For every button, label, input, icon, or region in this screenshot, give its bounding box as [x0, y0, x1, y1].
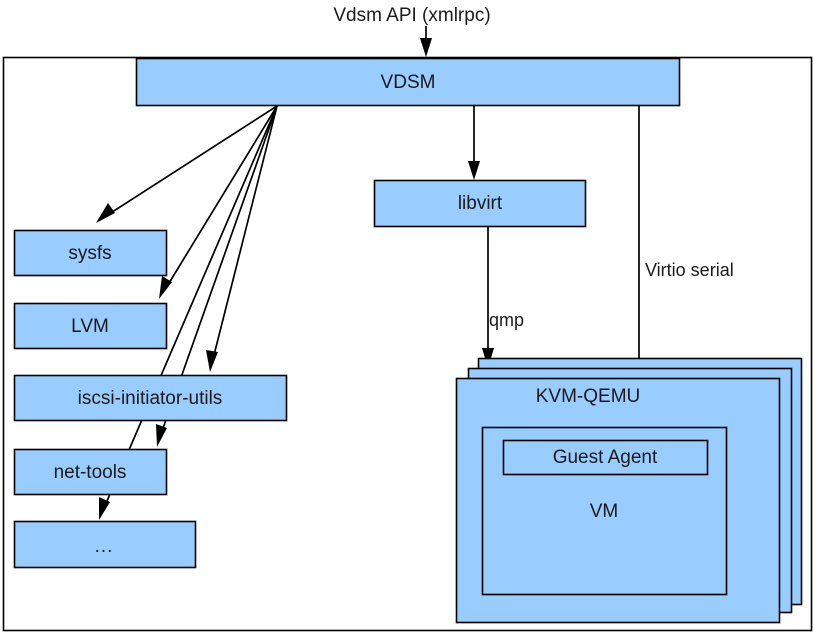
- node-iscsi-label: iscsi-initiator-utils: [78, 388, 223, 409]
- node-kvm-qemu-label: KVM-QEMU: [536, 386, 641, 407]
- node-vm-label: VM: [590, 501, 619, 522]
- vdsm-api-caption: Vdsm API (xmlrpc): [333, 5, 490, 26]
- node-vdsm-label: VDSM: [381, 72, 436, 93]
- node-ellipsis[interactable]: ...: [13, 520, 197, 569]
- edge-label-virtio-serial: Virtio serial: [645, 260, 734, 280]
- edge-vdsm-to-lvm: [159, 105, 278, 299]
- node-guest-agent[interactable]: Guest Agent: [502, 439, 709, 476]
- node-guest-agent-label: Guest Agent: [553, 447, 658, 468]
- node-vdsm[interactable]: VDSM: [135, 57, 681, 107]
- node-libvirt[interactable]: libvirt: [373, 179, 587, 228]
- node-iscsi-initiator-utils[interactable]: iscsi-initiator-utils: [13, 374, 288, 422]
- node-ellipsis-label: ...: [95, 536, 114, 557]
- node-kvm-qemu[interactable]: KVM-QEMU: [455, 377, 781, 624]
- node-sysfs-label: sysfs: [68, 243, 111, 264]
- edge-vdsm-to-iscsi: [206, 105, 278, 372]
- node-vm[interactable]: VM: [481, 426, 728, 596]
- edge-api-to-vdsm: [420, 26, 432, 57]
- edge-label-qmp: qmp: [489, 310, 524, 330]
- node-lvm-label: LVM: [71, 316, 109, 337]
- node-lvm[interactable]: LVM: [13, 302, 168, 350]
- edge-libvirt-to-kvm: [482, 227, 494, 368]
- host-boundary-frame: [2, 56, 813, 632]
- edge-vdsm-to-sysfs: [96, 105, 278, 223]
- node-libvirt-label: libvirt: [458, 193, 503, 214]
- node-nettools-label: net-tools: [54, 462, 127, 483]
- node-sysfs[interactable]: sysfs: [13, 229, 168, 277]
- edge-vdsm-to-ellipsis: [99, 105, 278, 520]
- edge-vdsm-to-libvirt: [468, 106, 480, 180]
- node-net-tools[interactable]: net-tools: [13, 448, 168, 496]
